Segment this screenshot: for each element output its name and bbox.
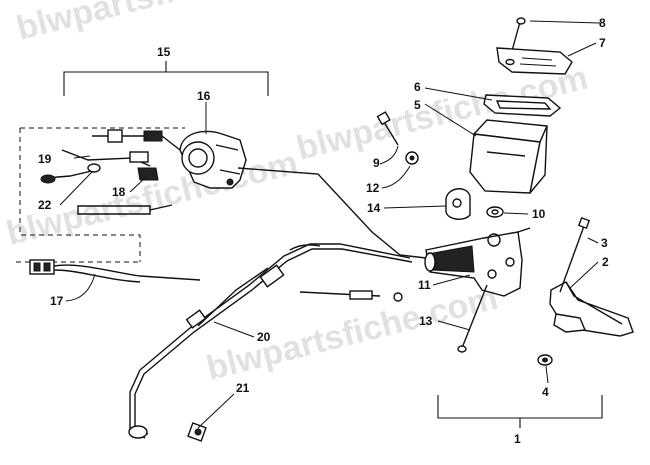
part-10-washer (486, 206, 504, 218)
callout-17: 17 (50, 294, 64, 308)
callout-18: 18 (112, 185, 126, 199)
part-20-cable (128, 243, 413, 439)
callout-4: 4 (542, 385, 549, 399)
part-21-fitting (187, 422, 207, 442)
part-6-gasket (483, 94, 562, 117)
callout-6: 6 (414, 80, 421, 94)
callout-15: 15 (157, 45, 171, 59)
callout-11: 11 (418, 278, 431, 292)
part-switch-components (40, 129, 181, 215)
callout-3: 3 (601, 236, 608, 250)
bracket-1 (437, 395, 603, 428)
callout-1: 1 (514, 432, 521, 446)
part-17-wire-connector (29, 259, 201, 283)
callout-10: 10 (532, 207, 546, 221)
callout-9: 9 (373, 156, 380, 170)
callout-19: 19 (38, 152, 52, 166)
callout-20: 20 (257, 330, 271, 344)
leader-lines (59, 20, 601, 429)
part-4-nut (537, 354, 553, 366)
callout-7: 7 (599, 36, 606, 50)
part-11-master-cylinder (424, 227, 531, 297)
callout-8: 8 (599, 16, 606, 30)
brake-hose (237, 167, 427, 259)
callout-21: 21 (236, 381, 250, 395)
bracket-15 (63, 61, 269, 96)
callout-13: 13 (419, 314, 433, 328)
callout-22: 22 (38, 198, 52, 212)
part-5-reservoir (469, 119, 549, 194)
callout-labels: 1 2 3 4 5 6 7 8 9 10 11 12 13 14 15 16 1… (38, 16, 609, 446)
part-16-switch-housing (179, 130, 247, 189)
callout-14: 14 (367, 201, 381, 215)
watermark-text-1: blwpartsfiche.com (13, 0, 312, 48)
part-12-nut (405, 151, 419, 165)
part-9-bolt (376, 111, 399, 146)
part-3-pin (559, 216, 591, 293)
callout-16: 16 (197, 89, 211, 103)
callout-2: 2 (602, 255, 609, 269)
part-7-cover (496, 47, 573, 75)
part-2-lever (549, 281, 634, 337)
callout-12: 12 (366, 181, 380, 195)
part-13-screw (457, 284, 488, 353)
callout-5: 5 (414, 98, 421, 112)
part-14-clamp (445, 188, 471, 220)
